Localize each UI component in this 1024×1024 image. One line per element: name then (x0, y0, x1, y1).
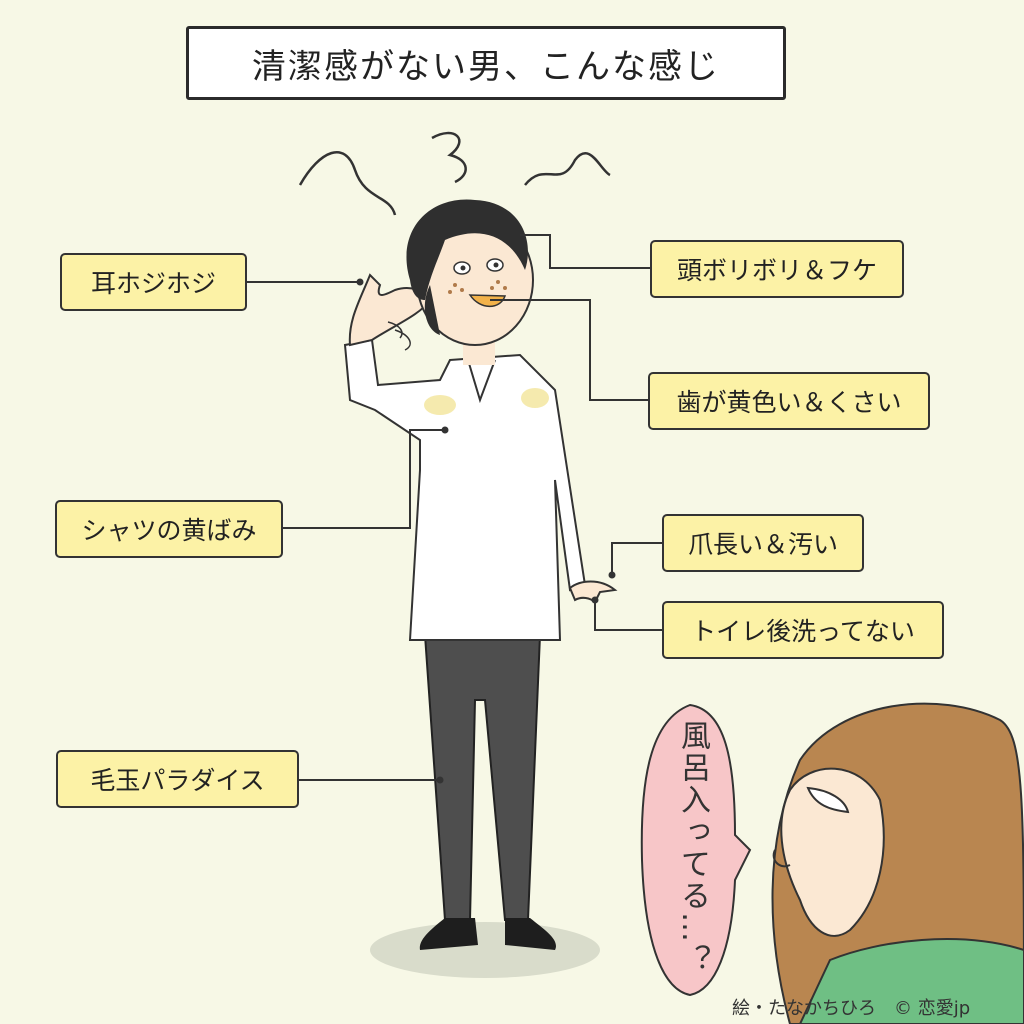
leader-dots (356, 278, 616, 784)
woman-figure (771, 702, 1024, 1024)
label-teeth: 歯が黄色い＆くさい (648, 372, 930, 430)
label-nails: 爪長い＆汚い (662, 514, 864, 572)
page-title: 清潔感がない男、こんな感じ (186, 26, 786, 100)
man-hand-ear (348, 273, 432, 347)
leader-lines (247, 234, 662, 781)
label-scalp: 頭ボリボリ＆フケ (650, 240, 904, 298)
speech-text: 風呂入ってる…？ (675, 720, 710, 976)
speech-bubble (640, 703, 752, 997)
stink-squiggle-left (298, 151, 397, 216)
label-pants: 毛玉パラダイス (56, 750, 299, 808)
man-shoe-right (505, 918, 556, 950)
label-shirt: シャツの黄ばみ (55, 500, 283, 558)
man-hand-lower (568, 580, 618, 604)
stink-squiggle-right (524, 152, 611, 186)
ear-scratch-marks (387, 321, 411, 351)
illustration-credit: 絵・たなかちひろ © 恋愛jp (732, 998, 971, 1019)
stink-squiggle-middle (431, 131, 467, 184)
label-toilet: トイレ後洗ってない (662, 601, 944, 659)
man-shoe-left (419, 918, 478, 950)
man-shirt (343, 338, 587, 641)
man-head (406, 199, 534, 346)
floor-shadow (370, 922, 600, 978)
label-ear: 耳ホジホジ (60, 253, 247, 311)
